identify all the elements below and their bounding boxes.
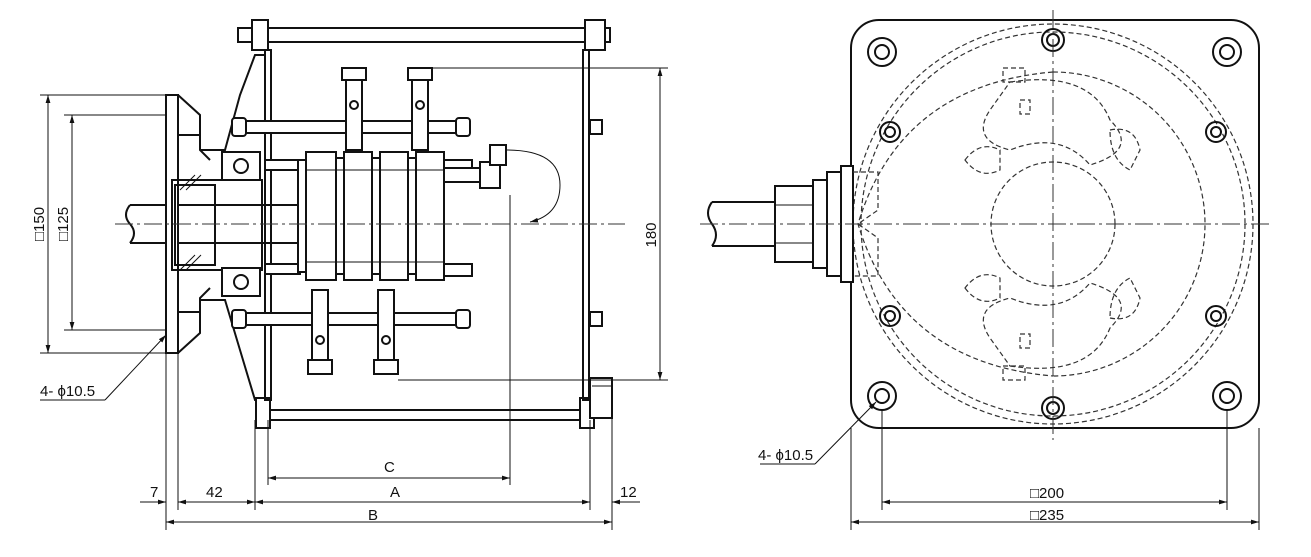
dim-150-125: □150 □125 — [31, 94, 166, 354]
side-view: 180 □150 □125 4- ϕ10.5 — [31, 19, 668, 530]
dim-A-label: A — [390, 484, 400, 501]
hole-callout-front-label: 4- ϕ10.5 — [758, 447, 813, 464]
dim-235-label: □235 — [1030, 507, 1064, 524]
dim-180-label: 180 — [643, 222, 660, 247]
brush-holders-top — [341, 67, 433, 151]
dim-B-label: B — [368, 507, 378, 524]
frame-rods — [237, 19, 613, 429]
bottom-dimensions: C 42 A 7 12 B — [140, 353, 640, 530]
dim-7-label: 7 — [150, 484, 158, 501]
dim-42-label: 42 — [206, 484, 223, 501]
front-dimensions: □200 □235 — [850, 410, 1260, 530]
contact-discs — [297, 151, 445, 281]
hole-callout-side-label: 4- ϕ10.5 — [40, 383, 95, 400]
dim-150-label: □150 — [31, 207, 48, 241]
dim-125-label: □125 — [55, 207, 72, 241]
brush-holders-bottom — [307, 289, 399, 375]
dim-180: 180 — [398, 67, 668, 381]
hole-callout-front: 4- ϕ10.5 — [758, 401, 877, 465]
terminal-stud — [443, 144, 561, 485]
bearing-housing — [174, 54, 266, 401]
dim-12-label: 12 — [620, 484, 637, 501]
dim-200-label: □200 — [1030, 485, 1064, 502]
front-view: □200 □235 4- ϕ10.5 — [700, 10, 1270, 530]
hole-callout-side: 4- ϕ10.5 — [40, 334, 167, 401]
dim-C-label: C — [384, 459, 395, 476]
